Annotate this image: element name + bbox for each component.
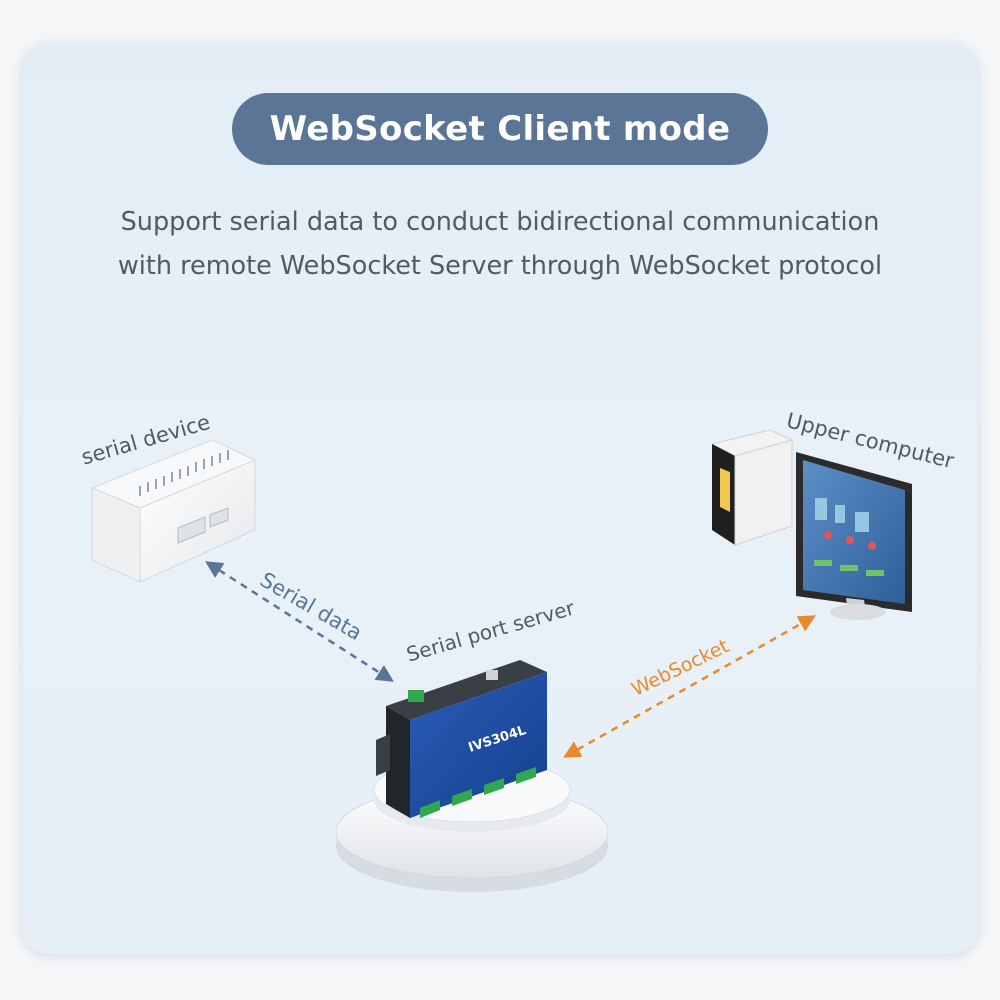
page-title: WebSocket Client mode [232,93,768,165]
websocket-link [562,615,817,758]
upper-computer-illustration [710,429,912,620]
serial-port-server-illustration: IVS304L [376,660,547,818]
page-title-text: WebSocket Client mode [269,109,731,149]
subtitle-line-2: with remote WebSocket Server through Web… [117,251,883,281]
serial-device-illustration [90,439,257,583]
page-subtitle: Support serial data to conduct bidirecti… [40,200,960,288]
serial-data-link [205,561,394,682]
subtitle-line-1: Support serial data to conduct bidirecti… [120,207,880,237]
